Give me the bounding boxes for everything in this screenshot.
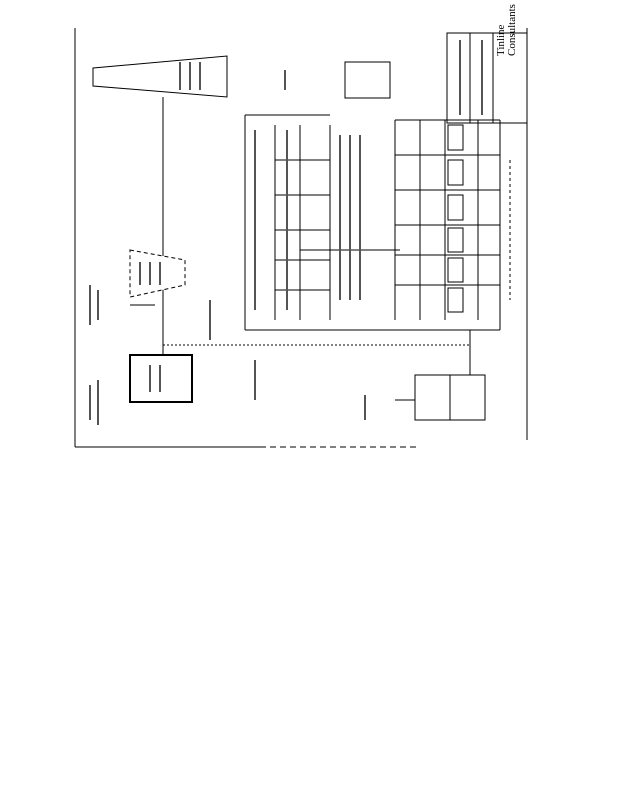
systems-box	[129, 354, 193, 403]
outer-frame	[74, 28, 528, 448]
title-block	[446, 32, 528, 124]
top-trapezoid-node	[92, 55, 228, 98]
right-node-box	[344, 61, 391, 99]
module-table	[244, 114, 511, 331]
mid-trapezoid-node	[129, 249, 186, 298]
text-marks	[89, 40, 483, 425]
company-logo: Tinline Consultants	[495, 4, 518, 56]
lower-right-block	[395, 330, 486, 421]
